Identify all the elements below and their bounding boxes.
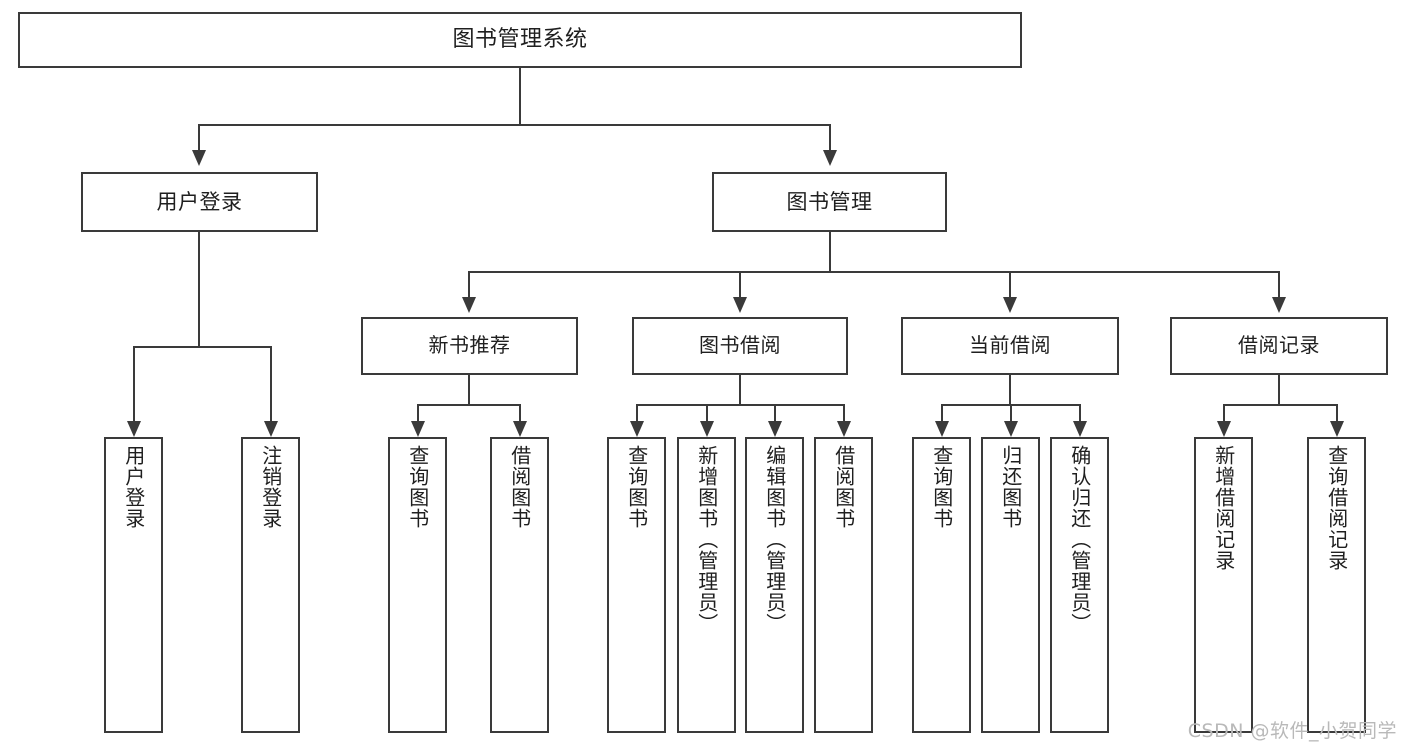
leaf-new-book-query-book[interactable]: 查询图书 <box>388 437 447 733</box>
arrow-book-mgmt-to-n1 <box>462 297 476 313</box>
leaf-current-borrow-query-book[interactable]: 查询图书 <box>912 437 971 733</box>
node-user-login[interactable]: 用户登录 <box>81 172 318 232</box>
edge-user-login-trunk <box>198 232 200 346</box>
node-label: 用户登录 <box>156 189 243 214</box>
node-label: 新增借阅记录 <box>1211 445 1236 571</box>
edge-user-login-bus <box>133 346 271 348</box>
arrow-book-borrow-to-leaf-4 <box>837 421 851 437</box>
leaf-current-borrow-return-book[interactable]: 归还图书 <box>981 437 1040 733</box>
edge-book-borrow-to-leaf-3 <box>774 404 776 421</box>
edge-user-login-to-leaf-2 <box>270 346 272 421</box>
arrow-new-book-to-leaf-1 <box>411 421 425 437</box>
edge-book-mgmt-to-n1 <box>468 271 470 297</box>
edge-book-mgmt-bus <box>468 271 1280 273</box>
edge-new-book-bus <box>417 404 521 406</box>
leaf-book-borrow-query-book[interactable]: 查询图书 <box>607 437 666 733</box>
leaf-borrow-record-add-record[interactable]: 新增借阅记录 <box>1194 437 1253 733</box>
edge-book-mgmt-to-n2 <box>739 271 741 297</box>
node-label: 图书管理 <box>786 189 873 214</box>
leaf-user-login-logout[interactable]: 注销登录 <box>241 437 300 733</box>
leaf-new-book-borrow-book[interactable]: 借阅图书 <box>490 437 549 733</box>
edge-new-book-trunk <box>468 375 470 404</box>
node-label: 注销登录 <box>258 445 283 529</box>
arrow-borrow-record-to-leaf-2 <box>1330 421 1344 437</box>
leaf-book-borrow-add-book-admin[interactable]: 新增图书（管理员） <box>677 437 736 733</box>
node-label: 图书管理系统 <box>452 27 588 53</box>
edge-borrow-record-bus <box>1223 404 1337 406</box>
node-label: 编辑图书（管理员） <box>762 445 787 634</box>
edge-borrow-record-trunk <box>1278 375 1280 404</box>
edge-current-borrow-to-leaf-2 <box>1010 404 1012 421</box>
node-label: 借阅图书 <box>507 445 532 529</box>
edge-book-borrow-bus <box>636 404 844 406</box>
edge-new-book-to-leaf-2 <box>519 404 521 421</box>
edge-book-mgmt-to-n3 <box>1009 271 1011 297</box>
node-borrow-record[interactable]: 借阅记录 <box>1170 317 1388 375</box>
node-book-management[interactable]: 图书管理 <box>712 172 947 232</box>
leaf-book-borrow-borrow-book[interactable]: 借阅图书 <box>814 437 873 733</box>
edge-current-borrow-to-leaf-3 <box>1079 404 1081 421</box>
arrow-book-borrow-to-leaf-3 <box>768 421 782 437</box>
node-label: 查询图书 <box>929 445 954 529</box>
node-root-book-management-system[interactable]: 图书管理系统 <box>18 12 1022 68</box>
edge-book-borrow-trunk <box>739 375 741 404</box>
node-label: 图书借阅 <box>699 333 781 358</box>
leaf-borrow-record-query-record[interactable]: 查询借阅记录 <box>1307 437 1366 733</box>
edge-book-mgmt-to-n4 <box>1278 271 1280 297</box>
node-label: 查询借阅记录 <box>1324 445 1349 571</box>
edge-user-login-to-leaf-1 <box>133 346 135 421</box>
edge-root-trunk <box>519 68 521 124</box>
edge-current-borrow-to-leaf-1 <box>941 404 943 421</box>
node-label: 查询图书 <box>405 445 430 529</box>
node-label: 查询图书 <box>624 445 649 529</box>
arrow-current-borrow-to-leaf-1 <box>935 421 949 437</box>
node-label: 新增图书（管理员） <box>694 445 719 634</box>
edge-new-book-to-leaf-1 <box>417 404 419 421</box>
leaf-book-borrow-edit-book-admin[interactable]: 编辑图书（管理员） <box>745 437 804 733</box>
arrow-user-login-to-leaf-2 <box>264 421 278 437</box>
node-label: 确认归还（管理员） <box>1067 445 1092 634</box>
node-label: 归还图书 <box>998 445 1023 529</box>
arrow-root-to-user-login <box>192 150 206 166</box>
arrow-book-borrow-to-leaf-1 <box>630 421 644 437</box>
edge-borrow-record-to-leaf-1 <box>1223 404 1225 421</box>
edge-book-borrow-to-leaf-2 <box>706 404 708 421</box>
edge-borrow-record-to-leaf-2 <box>1336 404 1338 421</box>
edge-book-borrow-to-leaf-1 <box>636 404 638 421</box>
arrow-borrow-record-to-leaf-1 <box>1217 421 1231 437</box>
edge-book-mgmt-trunk <box>829 232 831 271</box>
arrow-book-mgmt-to-n4 <box>1272 297 1286 313</box>
arrow-root-to-book-mgmt <box>823 150 837 166</box>
edge-root-bus <box>198 124 831 126</box>
node-book-borrow[interactable]: 图书借阅 <box>632 317 848 375</box>
arrow-current-borrow-to-leaf-2 <box>1004 421 1018 437</box>
node-label: 当前借阅 <box>969 333 1051 358</box>
leaf-user-login-login[interactable]: 用户登录 <box>104 437 163 733</box>
node-label: 借阅记录 <box>1238 333 1320 358</box>
edge-root-to-user-login <box>198 124 200 150</box>
node-current-borrow[interactable]: 当前借阅 <box>901 317 1119 375</box>
leaf-current-borrow-confirm-return-admin[interactable]: 确认归还（管理员） <box>1050 437 1109 733</box>
node-label: 新书推荐 <box>428 333 511 358</box>
node-new-book-recommend[interactable]: 新书推荐 <box>361 317 578 375</box>
arrow-new-book-to-leaf-2 <box>513 421 527 437</box>
arrow-user-login-to-leaf-1 <box>127 421 141 437</box>
edge-root-to-book-mgmt <box>829 124 831 150</box>
node-label: 借阅图书 <box>831 445 856 529</box>
arrow-book-mgmt-to-n2 <box>733 297 747 313</box>
edge-current-borrow-trunk <box>1009 375 1011 404</box>
node-label: 用户登录 <box>121 445 146 529</box>
arrow-current-borrow-to-leaf-3 <box>1073 421 1087 437</box>
edge-book-borrow-to-leaf-4 <box>843 404 845 421</box>
arrow-book-mgmt-to-n3 <box>1003 297 1017 313</box>
arrow-book-borrow-to-leaf-2 <box>700 421 714 437</box>
